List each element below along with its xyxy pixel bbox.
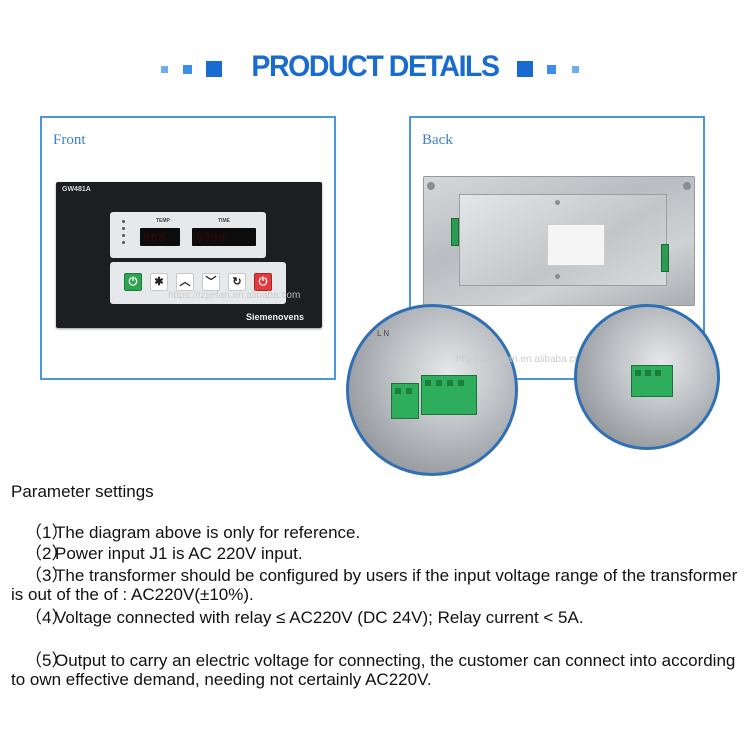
param-item: （2）Power input J1 is AC 220V input. [25,544,303,563]
header-square-medium-left [183,65,192,74]
terminal-block-right [631,365,673,397]
front-label: Front [53,132,86,148]
stop-icon: ⏻ [254,273,272,291]
terminal-block-large [421,375,477,415]
controller-model: GW481A [62,186,91,193]
param-item: （1）The diagram above is only for referen… [25,523,361,542]
time-segment-display: 8888 [192,228,256,246]
header-square-large-right [517,61,533,77]
terminal-label: L N [377,329,390,338]
controller-display: TEMP TIME 888 8888 [110,212,266,258]
back-label: Back [422,132,453,148]
controller-back-photo [423,176,695,306]
section-header: PRODUCT DETAILS [0,46,750,92]
back-watermark: https://tzjiefan.en.alibaba.com [456,354,589,365]
header-square-large-left [206,61,222,77]
temp-label: TEMP [156,218,170,224]
parameter-settings-title: Parameter settings [11,482,154,501]
refresh-icon: ↻ [228,273,246,291]
back-housing [451,194,669,286]
time-label: TIME [218,218,230,224]
front-watermark: https://tzjiefan.en.alibaba.com [168,290,301,301]
temp-segment-display: 888 [140,228,180,246]
header-square-small-right [572,66,579,73]
controller-keypad: ⏻ ✱ ︿ ﹀ ↻ ⏻ [110,262,286,304]
chevron-down-icon: ﹀ [202,273,220,291]
controller-front-photo: GW481A TEMP TIME 888 8888 ⏻ ✱ ︿ ﹀ ↻ ⏻ ht… [56,182,322,328]
indicator-leds [122,220,125,248]
param-item: （4）Voltage connected with relay ≤ AC220V… [25,608,584,627]
front-image-panel: Front GW481A TEMP TIME 888 8888 ⏻ ✱ ︿ ﹀ … [40,116,336,380]
chevron-up-icon: ︿ [176,273,194,291]
param-item: （5）Output to carry an electric voltage f… [11,651,736,689]
power-icon: ⏻ [124,273,142,291]
terminal-zoom-left: L N [346,304,518,476]
back-image-panel: Back [409,116,705,380]
header-square-small-left [161,66,168,73]
back-sticker [547,224,605,266]
terminal-zoom-right [574,304,720,450]
param-item: （3）The transformer should be configured … [11,566,738,604]
controller-brand: Siemenovens [245,312,304,322]
terminal-block-small [391,383,419,419]
gear-icon: ✱ [150,273,168,291]
header-square-medium-right [547,65,556,74]
section-title: PRODUCT DETAILS [251,50,500,83]
